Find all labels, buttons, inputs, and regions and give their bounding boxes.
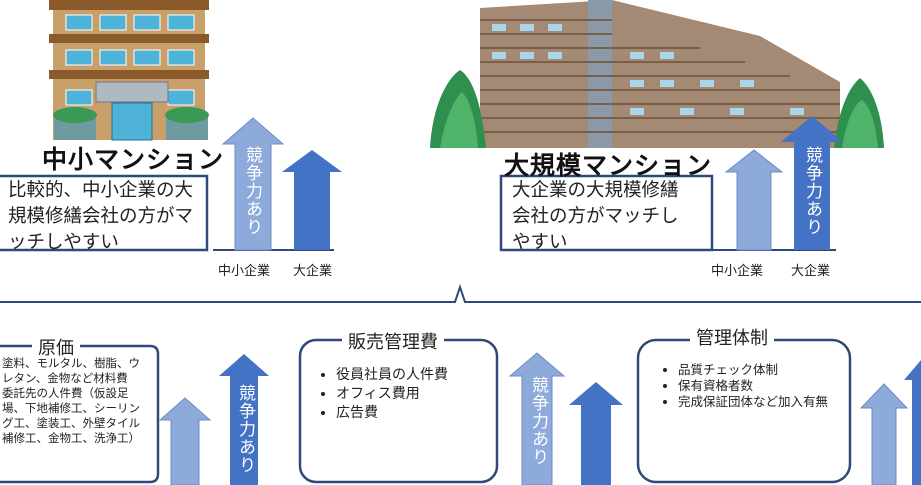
small-mansion-label-small-company: 中小企業 bbox=[218, 264, 271, 279]
management-box-list: 品質チェック体制 保有資格者数 完成保証団体など加入有無 bbox=[656, 362, 842, 410]
large-mansion-description: 大企業の大規模修繕会社の方がマッチしやすい bbox=[512, 180, 679, 253]
sales-arrow-label: 競争力あり bbox=[528, 376, 548, 466]
sales-box-list: 役員社員の人件費 オフィス費用 広告費 bbox=[314, 366, 490, 423]
large-mansion-label-large-company: 大企業 bbox=[791, 264, 831, 279]
cost-box-heading: 原価 bbox=[32, 334, 80, 360]
small-mansion-arrow-large-company bbox=[282, 150, 342, 250]
large-mansion-label-small-company: 中小企業 bbox=[711, 264, 764, 279]
cost-arrow-large-company bbox=[219, 354, 269, 485]
management-arrow-large-company bbox=[904, 360, 921, 485]
sales-box-heading: 販売管理費 bbox=[342, 328, 444, 354]
cost-item-materials: 塗料、モルタル、樹脂、ウレタン、金物など材料費 bbox=[2, 356, 146, 386]
cost-arrow-label: 競争力あり bbox=[235, 384, 255, 474]
small-mansion-title: 中小マンション bbox=[42, 145, 225, 174]
large-mansion-arrow-small-company bbox=[724, 149, 784, 251]
cost-box-frame bbox=[0, 344, 160, 484]
sales-arrow-small-company bbox=[508, 352, 566, 485]
management-item-qualified: 保有資格者数 bbox=[678, 378, 842, 394]
management-item-guarantee: 完成保証団体など加入有無 bbox=[678, 394, 842, 410]
small-mansion-illustration bbox=[49, 0, 209, 141]
section-divider bbox=[0, 283, 921, 303]
cost-arrow-small-company bbox=[158, 397, 212, 485]
large-mansion-title: 大規模マンション bbox=[504, 151, 713, 180]
small-mansion-arrow-small-company bbox=[221, 117, 285, 251]
large-mansion-arrow-label: 競争力あり bbox=[802, 146, 822, 236]
large-mansion-illustration bbox=[430, 0, 884, 148]
management-arrow-small-company bbox=[859, 383, 909, 485]
cost-box-list: 塗料、モルタル、樹脂、ウレタン、金物など材料費 委託先の人件費（仮設足場、下地補… bbox=[0, 356, 146, 446]
small-mansion-description: 比較的、中小企業の大規模修繕会社の方がマッチしやすい bbox=[8, 180, 194, 253]
sales-arrow-large-company bbox=[569, 382, 623, 485]
small-mansion-frame bbox=[0, 174, 209, 252]
large-mansion-arrow-large-company bbox=[781, 116, 843, 250]
cost-item-labor: 委託先の人件費（仮設足場、下地補修工、シーリング工、塗装工、外壁タイル補修工、金… bbox=[2, 386, 146, 446]
management-item-quality: 品質チェック体制 bbox=[678, 362, 842, 378]
sales-item-personnel: 役員社員の人件費 bbox=[336, 366, 490, 385]
sales-item-office: オフィス費用 bbox=[336, 385, 490, 404]
management-box-heading: 管理体制 bbox=[690, 324, 774, 350]
sales-item-advertising: 広告費 bbox=[336, 404, 490, 423]
small-mansion-label-large-company: 大企業 bbox=[293, 264, 333, 279]
small-mansion-arrow-label: 競争力あり bbox=[242, 146, 262, 236]
